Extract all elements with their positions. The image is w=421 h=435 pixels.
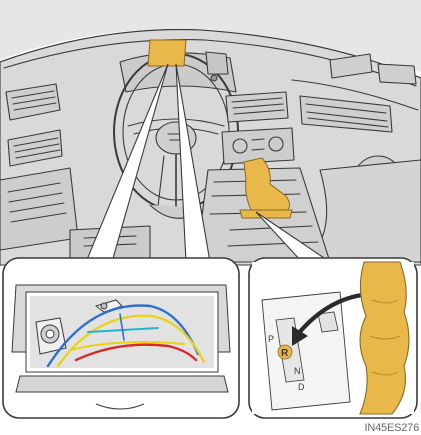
- camera-location-highlight: [148, 40, 186, 66]
- figure-code-label: IN45ES276: [365, 422, 419, 434]
- gate-letter-d: D: [298, 382, 305, 392]
- camera-display-inset: [3, 258, 239, 418]
- gate-letter-r: R: [281, 348, 289, 359]
- gate-letter-n: N: [294, 366, 301, 376]
- gate-letter-p: P: [268, 334, 274, 344]
- dashboard-drawing: [0, 0, 421, 265]
- gate-r-highlight: R: [278, 345, 292, 359]
- hand-pointer-icon: [360, 262, 409, 414]
- shift-gate-inset: P N D R: [249, 258, 417, 418]
